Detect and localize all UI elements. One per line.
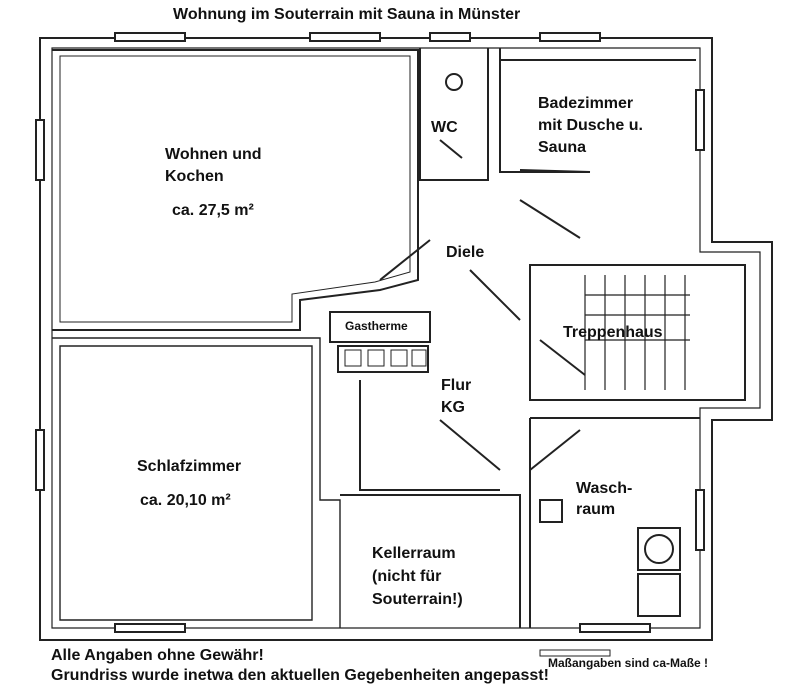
wall-bad: [499, 48, 696, 173]
window-right-2: [695, 489, 705, 551]
wasch-door-swing: [529, 429, 581, 471]
wall-wc: [419, 48, 489, 181]
room-wohnen-area: ca. 27,5 m²: [172, 202, 254, 219]
sink: [539, 499, 563, 523]
wc-toilet: [445, 73, 463, 91]
wall-wohnen: [52, 49, 419, 331]
bad-door-swing: [519, 199, 581, 239]
measure-note: Maßangaben sind ca-Maße !: [548, 656, 709, 670]
window-left-2: [35, 429, 45, 491]
wc-door-swing: [439, 139, 463, 159]
washer-1: [637, 527, 681, 571]
room-wc-name: WC: [431, 119, 458, 136]
room-treppenhaus-name: Treppenhaus: [563, 324, 663, 341]
diele-swing-left: [379, 239, 431, 281]
room-keller-line2: (nicht für: [372, 568, 442, 585]
window-top-4: [539, 32, 601, 42]
stairs: [584, 275, 690, 390]
wall-schlaf: [52, 337, 341, 628]
radiator: [539, 649, 611, 657]
room-wasch-line2: raum: [576, 501, 616, 518]
washer-2: [637, 573, 681, 617]
room-wasch-line1: Wasch-: [576, 480, 633, 497]
window-top-3: [429, 32, 471, 42]
window-top-1: [114, 32, 186, 42]
plan-title: Wohnung im Souterrain mit Sauna in Münst…: [173, 6, 521, 23]
room-schlaf-area: ca. 20,10 m²: [140, 492, 231, 509]
room-bad-line3: Sauna: [538, 139, 587, 156]
wall-wasch: [529, 417, 700, 628]
room-bad-line2: mit Dusche u.: [538, 117, 643, 134]
disclaimer-line1: Alle Angaben ohne Gewähr!: [51, 647, 264, 664]
wall-wohnen-inner: [59, 55, 411, 323]
room-bad-line1: Badezimmer: [538, 95, 634, 112]
room-diele-name: Diele: [446, 244, 485, 261]
stair-arrow: [539, 339, 586, 376]
wall-flur: [359, 380, 501, 491]
window-right-1: [695, 89, 705, 151]
window-top-2: [309, 32, 381, 42]
outer-wall: [39, 37, 773, 641]
window-left-1: [35, 119, 45, 181]
window-bottom-1: [114, 623, 186, 633]
room-wohnen-line1: Wohnen und: [165, 146, 262, 163]
treppenhaus-outline: [529, 264, 746, 401]
disclaimer-line2: Grundriss wurde inetwa den aktuellen Geg…: [51, 667, 549, 684]
room-gastherme-name: Gastherme: [345, 319, 408, 333]
diele-swing-right: [469, 269, 521, 321]
room-flur-line1: Flur: [441, 377, 472, 394]
gastherme-units: [337, 345, 429, 373]
gastherme-box: [329, 311, 431, 343]
room-wohnen-line2: Kochen: [165, 168, 224, 185]
room-flur-line2: KG: [441, 399, 465, 416]
room-schlaf-name: Schlafzimmer: [137, 458, 242, 475]
window-bottom-2: [579, 623, 651, 633]
room-keller-line3: Souterrain!): [372, 591, 463, 608]
room-keller-line1: Kellerraum: [372, 545, 456, 562]
wall-keller: [340, 494, 521, 628]
